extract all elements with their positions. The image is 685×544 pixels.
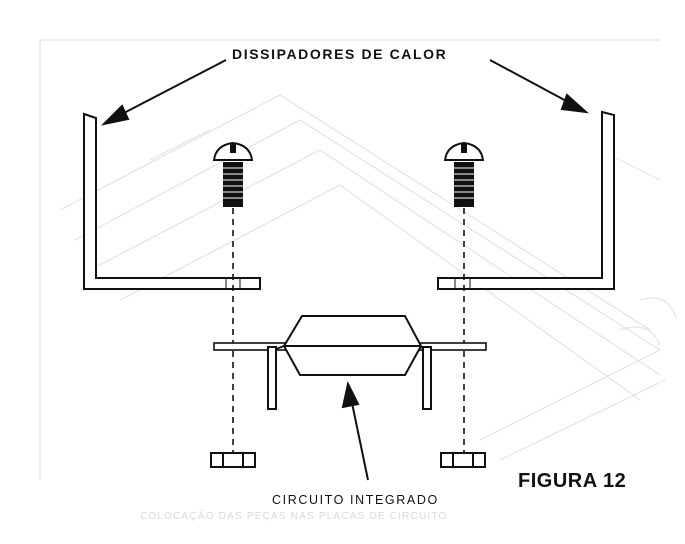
ghost-line (619, 326, 661, 346)
nut-icon (210, 452, 256, 468)
ghost-line (479, 349, 661, 441)
heatsinks-label: DISSIPADORES DE CALOR (232, 46, 448, 62)
arrow-icon (341, 381, 360, 409)
arrow-icon (560, 93, 590, 114)
ic-arrow (341, 381, 369, 481)
integrated-circuit-label: CIRCUITO INTEGRADO (272, 493, 439, 507)
ghost-line (59, 94, 651, 331)
alignment-lines (232, 208, 465, 455)
ghost-line (89, 149, 661, 376)
heatsink-arrows (100, 59, 590, 126)
figure-label: FIGURA 12 (518, 470, 627, 492)
integrated-circuit (267, 315, 432, 410)
ghost-line (499, 379, 666, 461)
right-heatsink (437, 110, 615, 290)
left-heatsink (83, 112, 261, 290)
screw-icon (443, 141, 485, 207)
arrow-icon (100, 104, 130, 126)
ghost-line (149, 129, 211, 161)
faint-caption: COLOCAÇÃO DAS PEÇAS NAS PLACAS DE CIRCUI… (140, 511, 448, 522)
right-arrow-shaft (489, 59, 571, 104)
ghost-line (119, 184, 641, 401)
ghost-line (639, 297, 677, 319)
screw-icon (212, 141, 254, 207)
ghost-line (74, 119, 661, 351)
left-arrow-shaft (119, 59, 227, 116)
nut-icon (440, 452, 486, 468)
